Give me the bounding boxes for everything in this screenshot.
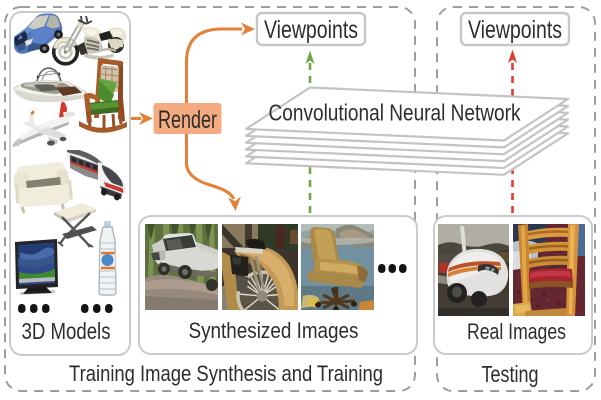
svg-text:Viewpoints: Viewpoints: [468, 16, 562, 44]
svg-text:Render: Render: [158, 106, 217, 134]
svg-text:Training Image Synthesis and T: Training Image Synthesis and Training: [69, 361, 383, 386]
svg-text:Convolutional Neural Network: Convolutional Neural Network: [269, 100, 521, 126]
svg-text:3D Models: 3D Models: [22, 318, 111, 344]
svg-text:Real Images: Real Images: [467, 319, 566, 344]
svg-text:Testing: Testing: [482, 361, 539, 387]
svg-text:Viewpoints: Viewpoints: [264, 16, 358, 44]
svg-text:Synthesized Images: Synthesized Images: [189, 318, 359, 343]
